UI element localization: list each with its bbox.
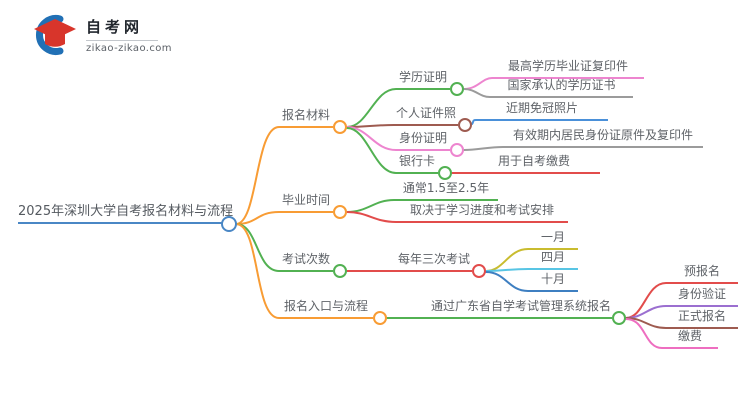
connector-root-entry-process <box>235 223 280 319</box>
connector-materials-bankcard <box>346 127 397 174</box>
connector-three-october <box>485 271 529 292</box>
logo-divider <box>86 40 158 41</box>
node-circle-diploma <box>450 82 464 96</box>
connector-id-original-copy <box>463 146 504 151</box>
connector-root-exam-times <box>235 223 280 272</box>
node-guangdong-system: 通过广东省自学考试管理系统报名 <box>430 299 612 319</box>
connector-photo-bareheaded <box>471 119 477 125</box>
node-formal-registration: 正式报名 <box>666 309 738 329</box>
node-circle-graduation-time <box>333 205 347 219</box>
node-registration-materials: 报名材料 <box>279 108 333 128</box>
connector-root-materials <box>235 126 280 225</box>
node-identity-verification: 身份验证 <box>666 287 738 307</box>
site-logo[interactable]: 自考网 zikao-zikao.com <box>30 12 172 58</box>
node-payment: 缴费 <box>662 329 718 349</box>
node-depends-on-progress: 取决于学习进度和考试安排 <box>396 203 568 223</box>
node-april: 四月 <box>528 250 578 270</box>
node-entry-process: 报名入口与流程 <box>279 299 373 319</box>
connector-materials-id <box>346 126 397 151</box>
node-october: 十月 <box>528 272 578 292</box>
node-circle-system <box>612 311 626 325</box>
node-circle-id <box>450 143 464 157</box>
node-circle-entry-process <box>373 311 387 325</box>
node-pre-registration: 预报名 <box>666 264 738 284</box>
node-valid-id-original-copy: 有效期内居民身份证原件及复印件 <box>503 128 703 148</box>
connector-three-april <box>485 268 529 272</box>
node-usually-years: 通常1.5至2.5年 <box>394 181 498 201</box>
node-circle-exam-times <box>333 264 347 278</box>
node-circle-bankcard <box>438 166 452 180</box>
node-identity-proof: 身份证明 <box>396 131 450 151</box>
connector-diploma-copy <box>463 77 493 90</box>
connector-time-depends <box>346 211 397 223</box>
node-diploma-proof: 学历证明 <box>396 70 450 90</box>
node-graduation-time: 毕业时间 <box>279 193 333 213</box>
node-three-exams-per-year: 每年三次考试 <box>396 252 472 272</box>
node-recent-bareheaded-photo: 近期免冠照片 <box>476 101 608 121</box>
connector-time-years <box>346 199 395 213</box>
connector-system-formal <box>625 317 667 329</box>
graduation-cap-logo-icon <box>34 15 76 55</box>
node-circle-root <box>221 216 237 232</box>
node-root-title: 2025年深圳大学自考报名材料与流程 <box>18 204 233 224</box>
node-recognized-certificate: 国家承认的学历证书 <box>490 78 633 98</box>
node-bank-card: 银行卡 <box>396 154 438 174</box>
node-exam-times: 考试次数 <box>279 252 333 272</box>
logo-domain: zikao-zikao.com <box>86 43 172 54</box>
connector-diploma-recognized <box>463 88 491 98</box>
connector-materials-diploma <box>346 88 397 128</box>
logo-text-block: 自考网 zikao-zikao.com <box>86 16 172 54</box>
logo-title: 自考网 <box>86 18 144 36</box>
node-circle-three-exams <box>472 264 486 278</box>
node-highest-diploma-copy: 最高学历毕业证复印件 <box>492 59 644 79</box>
connector-root-graduation-time <box>235 211 280 225</box>
connector-three-january <box>485 248 529 272</box>
connector-system-pay <box>625 318 663 349</box>
node-circle-materials <box>333 120 347 134</box>
node-circle-photo <box>458 118 472 132</box>
node-january: 一月 <box>528 230 578 250</box>
node-for-exam-payment: 用于自考缴费 <box>468 154 600 174</box>
node-personal-photo: 个人证件照 <box>394 106 458 126</box>
